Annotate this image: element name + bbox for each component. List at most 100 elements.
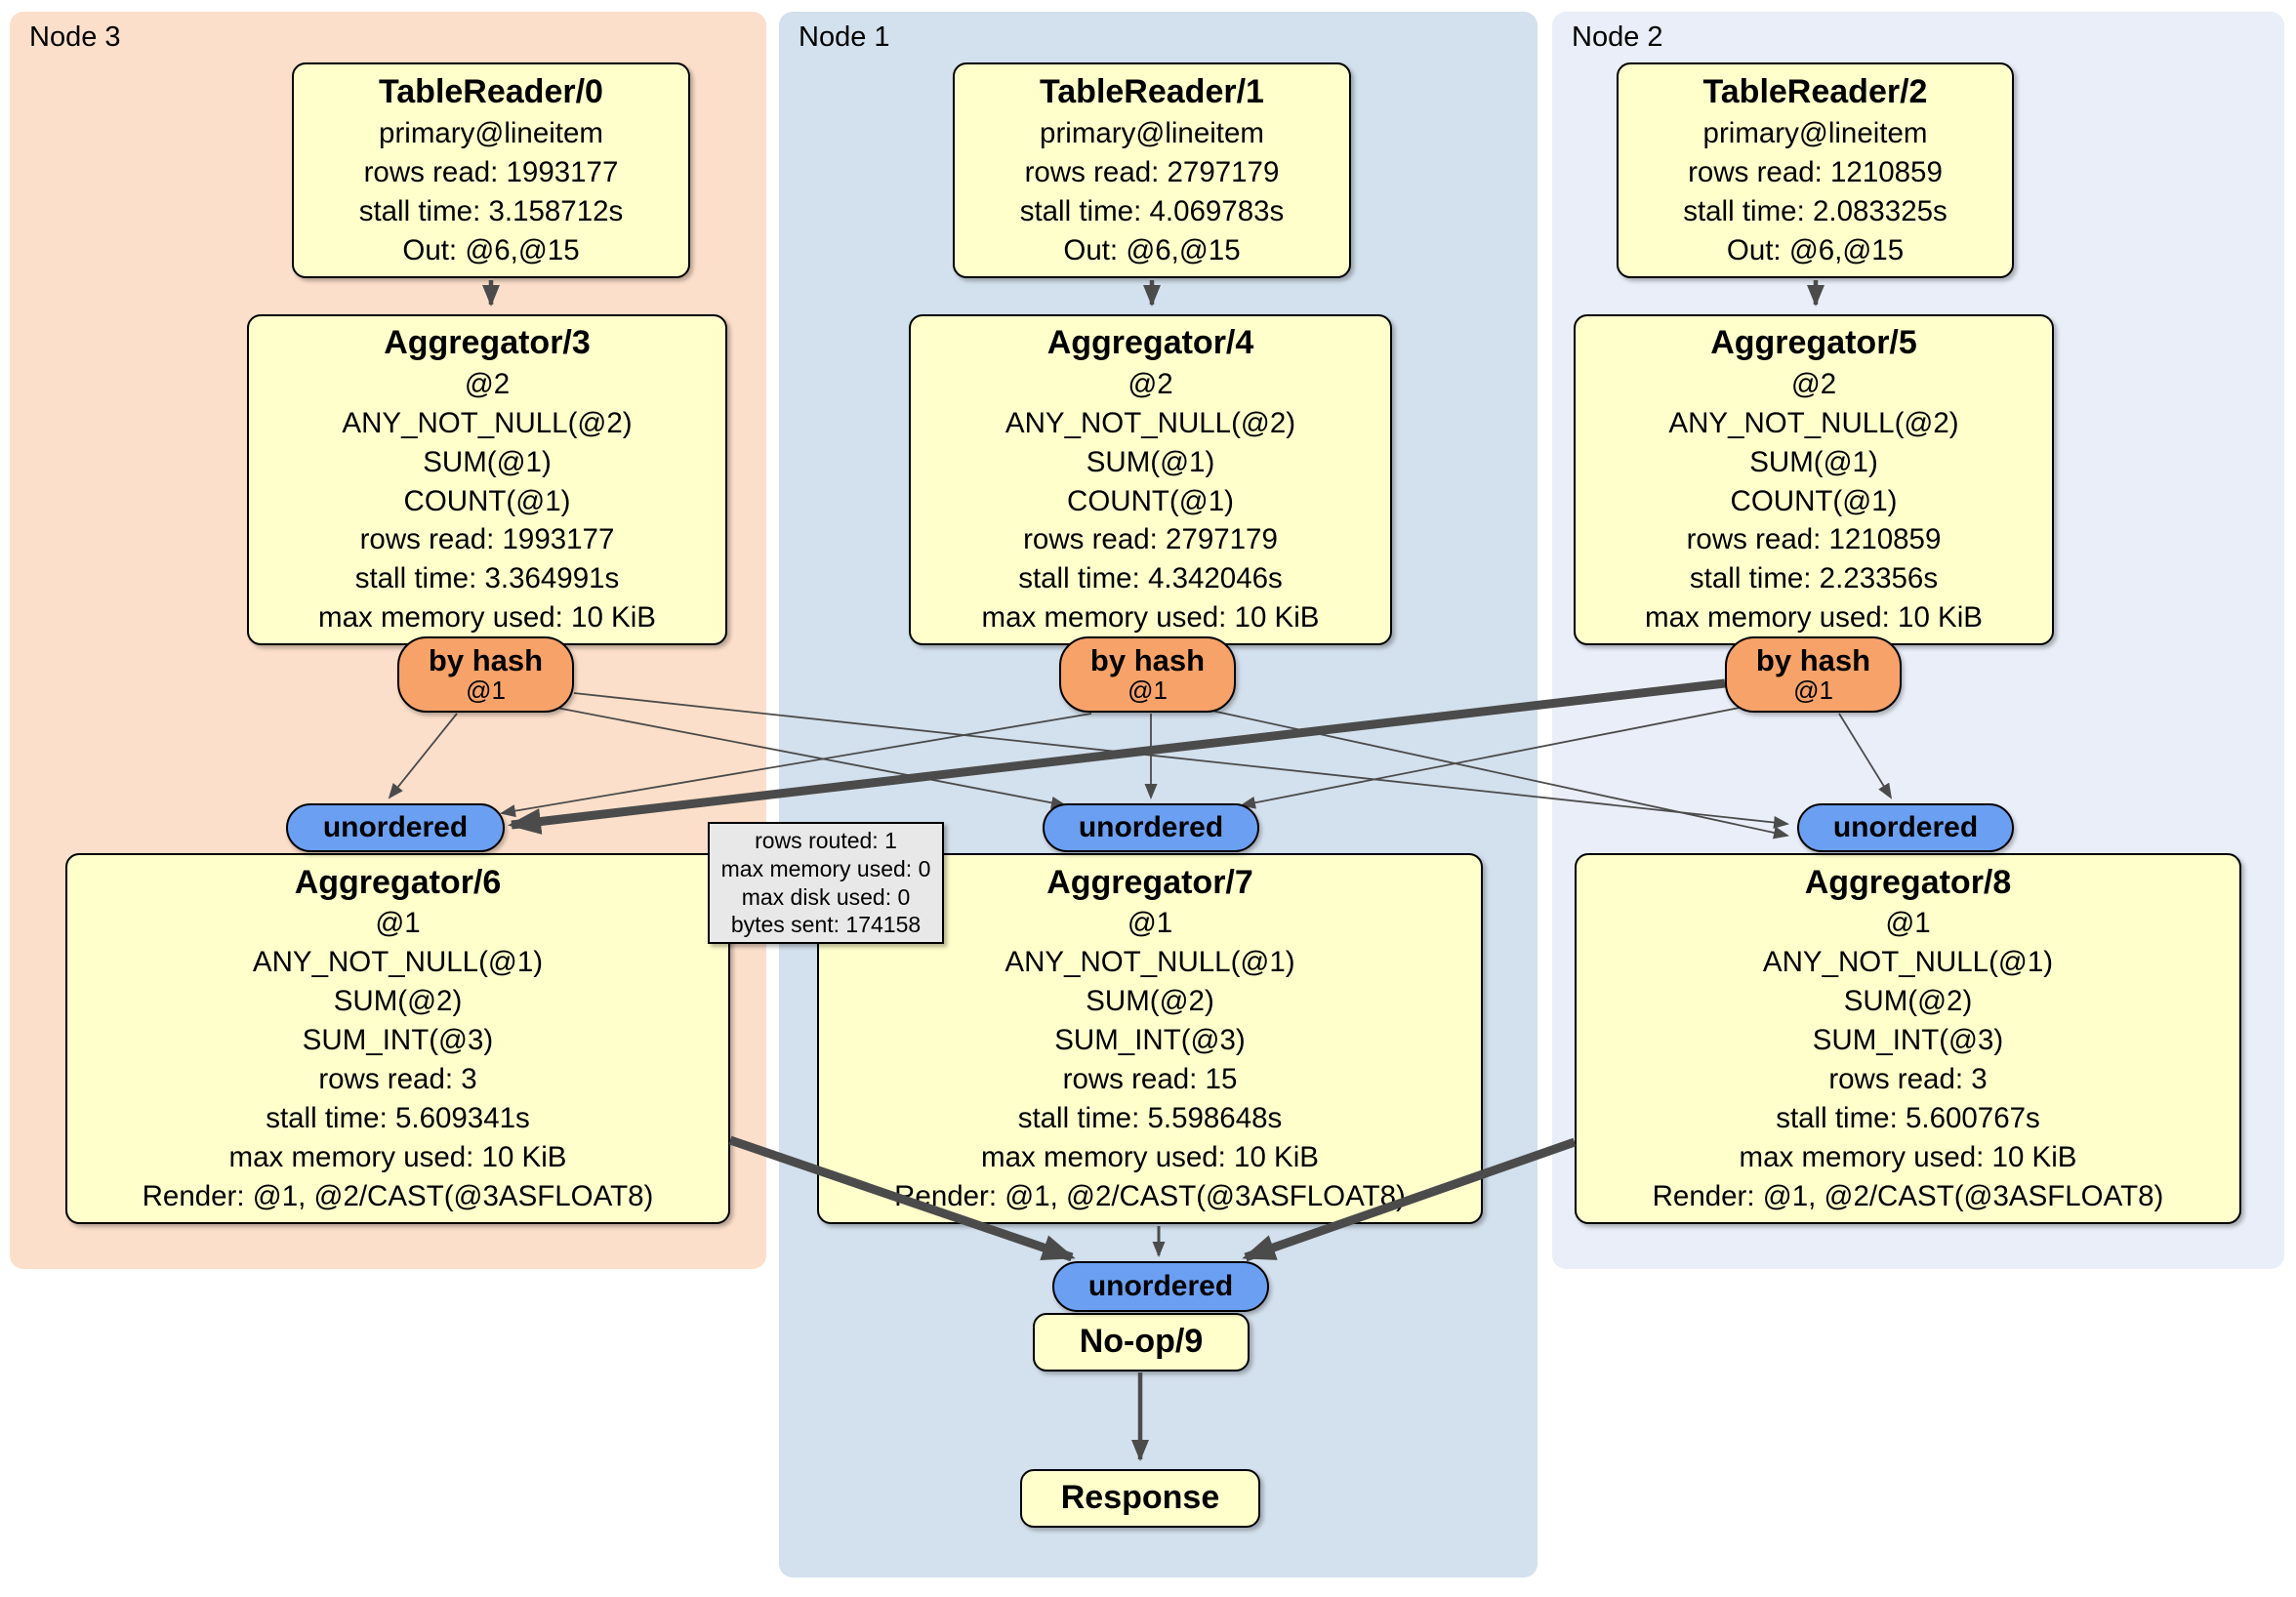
text-line: Render: @1, @2/CAST(@3ASFLOAT8) bbox=[142, 1179, 654, 1212]
text-line: rows read: 1993177 bbox=[359, 523, 615, 556]
processor-title: No-op/9 bbox=[1079, 1323, 1204, 1361]
stream-unordered-agg7[interactable]: unordered bbox=[1043, 803, 1259, 852]
router-column: @1 bbox=[466, 675, 506, 705]
text-line: max memory used: 10 KiB bbox=[981, 1141, 1319, 1174]
text-line: COUNT(@1) bbox=[1730, 484, 1898, 517]
text-line: COUNT(@1) bbox=[403, 484, 571, 517]
text-line: SUM(@2) bbox=[1843, 985, 1973, 1018]
router-column: @1 bbox=[1128, 675, 1168, 705]
text-line: stall time: 2.23356s bbox=[1689, 562, 1939, 595]
text-line: max memory used: 0 bbox=[720, 855, 931, 881]
text-line: SUM_INT(@3) bbox=[302, 1024, 494, 1057]
text-line: @1 bbox=[375, 907, 421, 940]
text-line: rows read: 2797179 bbox=[1023, 523, 1278, 556]
text-line: SUM_INT(@3) bbox=[1054, 1024, 1246, 1057]
text-line: Render: @1, @2/CAST(@3ASFLOAT8) bbox=[894, 1179, 1406, 1212]
processor-title: TableReader/0 bbox=[379, 72, 603, 110]
text-line: rows read: 1993177 bbox=[363, 155, 619, 188]
processor-title: Aggregator/8 bbox=[1804, 863, 2012, 901]
router-label: by hash bbox=[428, 643, 544, 678]
processor-tablereader-2[interactable]: TableReader/2 primary@lineitem rows read:… bbox=[1617, 62, 2014, 278]
text-line: @2 bbox=[1790, 368, 1837, 401]
text-line: primary@lineitem bbox=[379, 116, 603, 149]
stream-unordered-agg6[interactable]: unordered bbox=[286, 803, 505, 852]
stream-unordered-agg8[interactable]: unordered bbox=[1797, 803, 2014, 852]
node-3-label: Node 3 bbox=[29, 21, 121, 53]
processor-noop-9[interactable]: No-op/9 bbox=[1033, 1313, 1250, 1372]
text-line: Render: @1, @2/CAST(@3ASFLOAT8) bbox=[1652, 1179, 2164, 1212]
text-line: max memory used: 10 KiB bbox=[981, 601, 1320, 635]
text-line: stall time: 4.069783s bbox=[1019, 194, 1285, 227]
processor-title: Aggregator/5 bbox=[1710, 324, 1917, 362]
text-line: primary@lineitem bbox=[1040, 116, 1264, 149]
text-line: @2 bbox=[1128, 368, 1173, 401]
text-line: SUM(@2) bbox=[1086, 985, 1214, 1018]
text-line: ANY_NOT_NULL(@1) bbox=[1004, 946, 1295, 979]
text-line: COUNT(@1) bbox=[1067, 484, 1234, 517]
text-line: SUM(@1) bbox=[423, 445, 552, 478]
processor-response[interactable]: Response bbox=[1020, 1469, 1260, 1528]
stream-unordered-noop[interactable]: unordered bbox=[1052, 1261, 1269, 1312]
text-line: max memory used: 10 KiB bbox=[318, 601, 656, 635]
text-line: ANY_NOT_NULL(@1) bbox=[252, 946, 544, 979]
processor-title: Aggregator/7 bbox=[1046, 863, 1253, 901]
router-by-hash-3[interactable]: by hash @1 bbox=[397, 636, 574, 713]
processor-title: TableReader/2 bbox=[1702, 72, 1928, 110]
text-line: max memory used: 10 KiB bbox=[228, 1141, 567, 1174]
text-line: rows read: 3 bbox=[318, 1063, 477, 1096]
router-by-hash-5[interactable]: by hash @1 bbox=[1725, 636, 1902, 713]
router-column: @1 bbox=[1793, 675, 1833, 705]
text-line: @1 bbox=[1127, 907, 1173, 940]
text-line: rows read: 1210859 bbox=[1688, 155, 1943, 188]
stream-label: unordered bbox=[1078, 811, 1224, 843]
text-line: @1 bbox=[1885, 907, 1931, 940]
text-line: ANY_NOT_NULL(@2) bbox=[1004, 407, 1296, 439]
text-line: SUM(@1) bbox=[1749, 445, 1878, 478]
text-line: Out: @6,@15 bbox=[1726, 233, 1905, 266]
text-line: rows read: 2797179 bbox=[1024, 155, 1280, 188]
text-line: ANY_NOT_NULL(@2) bbox=[1668, 407, 1959, 439]
text-line: stall time: 3.364991s bbox=[354, 562, 620, 595]
text-line: ANY_NOT_NULL(@1) bbox=[1762, 946, 2054, 979]
text-line: rows read: 1210859 bbox=[1686, 523, 1942, 556]
router-by-hash-4[interactable]: by hash @1 bbox=[1059, 636, 1236, 713]
text-line: bytes sent: 174158 bbox=[730, 912, 922, 938]
text-line: ANY_NOT_NULL(@2) bbox=[342, 407, 633, 439]
text-line: rows read: 3 bbox=[1828, 1063, 1988, 1096]
text-line: primary@lineitem bbox=[1702, 116, 1928, 149]
text-line: stall time: 2.083325s bbox=[1683, 194, 1948, 227]
node-2-label: Node 2 bbox=[1572, 21, 1663, 53]
processor-tablereader-1[interactable]: TableReader/1 primary@lineitem rows read:… bbox=[953, 62, 1351, 278]
text-line: SUM_INT(@3) bbox=[1812, 1024, 2004, 1057]
router-label: by hash bbox=[1755, 643, 1871, 678]
text-line: rows read: 15 bbox=[1062, 1063, 1238, 1096]
text-line: Out: @6,@15 bbox=[1063, 233, 1241, 266]
processor-tablereader-0[interactable]: TableReader/0 primary@lineitem rows read:… bbox=[292, 62, 690, 278]
processor-title: Aggregator/6 bbox=[294, 863, 502, 901]
text-line: stall time: 4.342046s bbox=[1018, 562, 1283, 595]
text-line: max memory used: 10 KiB bbox=[1739, 1141, 2077, 1174]
text-line: stall time: 3.158712s bbox=[358, 194, 624, 227]
processor-title: TableReader/1 bbox=[1040, 72, 1264, 110]
text-line: stall time: 5.598648s bbox=[1017, 1102, 1283, 1135]
text-line: stall time: 5.600767s bbox=[1776, 1102, 2040, 1135]
text-line: SUM(@2) bbox=[333, 985, 463, 1018]
stream-label: unordered bbox=[1832, 811, 1979, 843]
node-1-label: Node 1 bbox=[799, 21, 890, 53]
text-line: max memory used: 10 KiB bbox=[1645, 601, 1983, 635]
processor-title: Response bbox=[1060, 1479, 1220, 1517]
text-line: stall time: 5.609341s bbox=[266, 1102, 530, 1135]
text-line: rows routed: 1 bbox=[755, 827, 897, 853]
text-line: @2 bbox=[464, 368, 511, 401]
text-line: Out: @6,@15 bbox=[402, 233, 580, 266]
processor-title: Aggregator/4 bbox=[1046, 324, 1254, 362]
text-line: max disk used: 0 bbox=[741, 883, 911, 910]
stream-label: unordered bbox=[1087, 1270, 1234, 1302]
